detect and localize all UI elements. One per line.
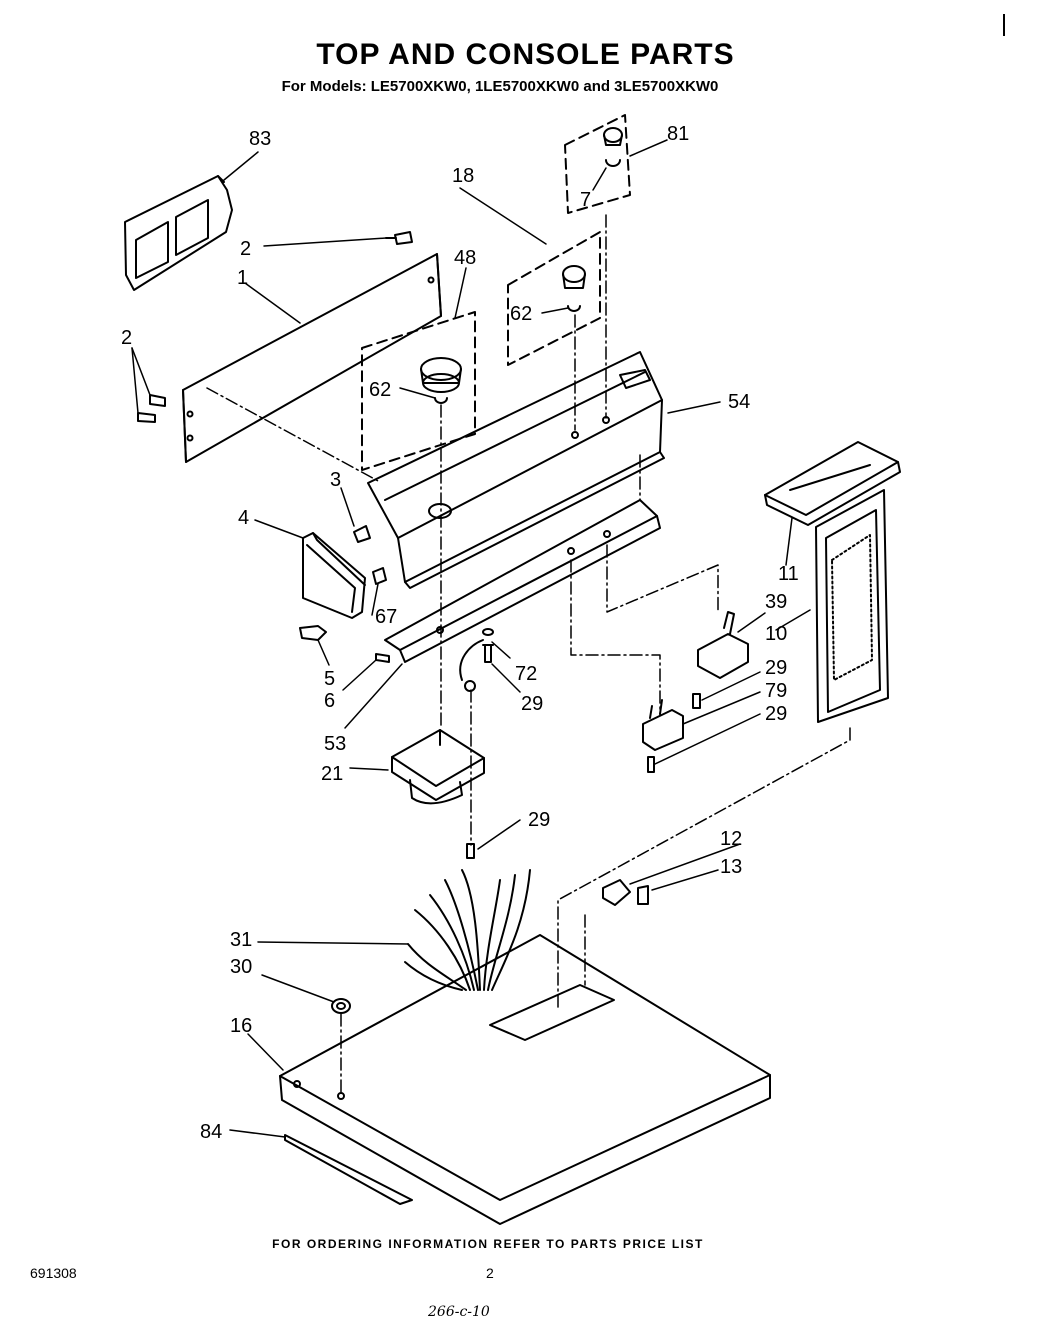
part-4-end-cap [302,532,366,619]
part-53-console-rail [384,499,661,663]
callout-83: 83 [249,128,271,150]
part-54-console [367,351,665,589]
callout-30: 30 [230,956,252,978]
part-81-knob-box [564,114,631,214]
callout-62-right: 62 [510,303,532,325]
part-29-screws [466,693,701,859]
callout-54: 54 [728,391,750,413]
callout-2-left: 2 [121,327,132,349]
part-39-switch [697,611,749,679]
callout-31: 31 [230,929,252,951]
page-number: 2 [486,1265,494,1281]
part-6-screw [375,653,390,663]
callout-12: 12 [720,828,742,850]
leader-lines [131,139,811,1138]
part-79-terminal [642,699,684,751]
callout-7: 7 [580,189,591,211]
callout-67: 67 [375,606,397,628]
callout-21: 21 [321,763,343,785]
callout-53: 53 [324,733,346,755]
callout-16: 16 [230,1015,252,1037]
edge-mark [1003,14,1005,36]
callout-6: 6 [324,690,335,712]
handwritten-note: 266-c-10 [428,1304,490,1320]
callout-5: 5 [324,668,335,690]
callout-29-terminal: 29 [765,703,787,725]
callout-1: 1 [237,267,248,289]
part-16-top-panel [279,934,771,1225]
callout-2-top: 2 [240,238,251,260]
callout-18: 18 [452,165,474,187]
callout-79: 79 [765,680,787,702]
ordering-note: FOR ORDERING INFORMATION REFER TO PARTS … [272,1237,704,1251]
callout-81: 81 [667,123,689,145]
wire-loop [459,639,484,692]
part-21-timer [391,729,485,805]
doc-number: 691308 [30,1265,77,1281]
part-84-pad [284,1134,413,1205]
callout-62-left: 62 [369,379,391,401]
part-83-panel [124,175,233,291]
part-72-screw [482,628,494,663]
part-48-knob-box [361,311,476,471]
assembly-lines [206,214,851,1093]
callout-10: 10 [765,623,787,645]
part-2-screws [137,231,413,423]
callout-labels: 83 2 1 2 18 48 81 7 62 62 54 3 4 67 5 6 … [121,123,799,1143]
part-3-clip [353,525,371,543]
part-67-clip [372,567,387,585]
part-1-back-panel [182,253,442,463]
part-13-screw [637,885,649,905]
callout-48: 48 [454,247,476,269]
callout-4: 4 [238,507,249,529]
callout-3: 3 [330,469,341,491]
callout-29-switch: 29 [765,657,787,679]
part-10-lint-housing [815,489,889,723]
callout-13: 13 [720,856,742,878]
callout-84: 84 [200,1121,222,1143]
part-12-clip [602,879,631,906]
part-18-knob-box [507,231,601,366]
models-subtitle: For Models: LE5700XKW0, 1LE5700XKW0 and … [281,78,719,95]
callout-11: 11 [778,563,799,585]
part-30-plug [331,998,351,1014]
part-11-lint-screen [764,441,901,526]
part-5-clip [299,625,327,641]
callout-29-timer: 29 [528,809,550,831]
page-title: TOP AND CONSOLE PARTS [316,38,735,71]
part-31-wire-harness [404,869,531,991]
callout-72: 72 [515,663,537,685]
callout-29-wire: 29 [521,693,543,715]
callout-39: 39 [765,591,787,613]
